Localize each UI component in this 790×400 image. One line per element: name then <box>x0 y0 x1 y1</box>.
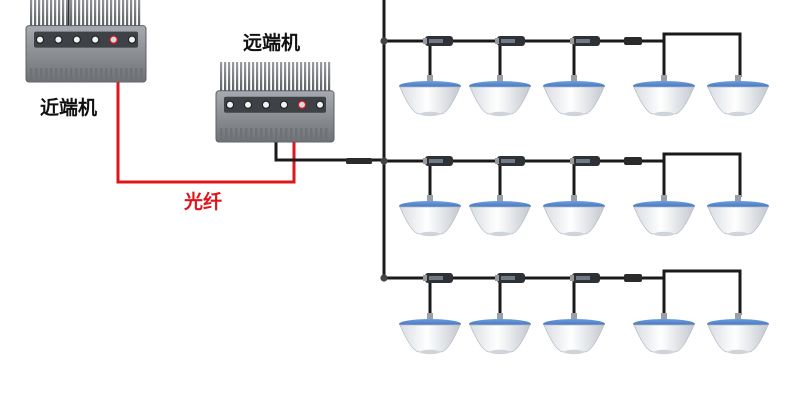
last-antenna-branch <box>662 32 742 77</box>
power-splitter-icon <box>423 36 453 46</box>
ceiling-antenna-icon <box>543 313 605 355</box>
far-unit-label: 远端机 <box>243 32 301 54</box>
power-splitter-icon <box>423 273 453 283</box>
near-unit <box>25 0 147 83</box>
ceiling-antenna-icon <box>469 313 531 355</box>
ceiling-antenna-icon <box>543 195 605 237</box>
coupler-icon <box>624 274 642 282</box>
trunk-junction-icon <box>380 37 388 45</box>
power-splitter-icon <box>495 156 525 166</box>
near-unit-label: 近端机 <box>40 97 98 119</box>
fiber-label: 光纤 <box>184 191 223 213</box>
ceiling-antenna-icon <box>469 195 531 237</box>
ceiling-antenna-icon <box>469 75 531 117</box>
ceiling-antenna-icon <box>543 75 605 117</box>
ceiling-antenna-icon <box>399 313 461 355</box>
trunk-junction-icon <box>380 274 388 282</box>
ceiling-antenna-icon <box>707 75 769 117</box>
ceiling-antenna-icon <box>633 195 695 237</box>
coupler-icon <box>624 37 642 45</box>
ceiling-antenna-icon <box>399 75 461 117</box>
far-unit <box>215 62 335 143</box>
trunk-connector-icon <box>346 158 372 164</box>
last-antenna-branch <box>662 152 742 197</box>
ceiling-antenna-icon <box>399 195 461 237</box>
ceiling-antenna-icon <box>707 195 769 237</box>
power-splitter-icon <box>570 273 600 283</box>
fiber-link <box>116 54 296 184</box>
ceiling-antenna-icon <box>707 313 769 355</box>
power-splitter-icon <box>423 156 453 166</box>
last-antenna-branch <box>662 269 742 315</box>
trunk-junction-icon <box>380 157 388 165</box>
power-splitter-icon <box>570 156 600 166</box>
ceiling-antenna-icon <box>633 313 695 355</box>
coupler-icon <box>624 157 642 165</box>
ceiling-antenna-icon <box>633 75 695 117</box>
power-splitter-icon <box>495 273 525 283</box>
power-splitter-icon <box>570 36 600 46</box>
power-splitter-icon <box>495 36 525 46</box>
